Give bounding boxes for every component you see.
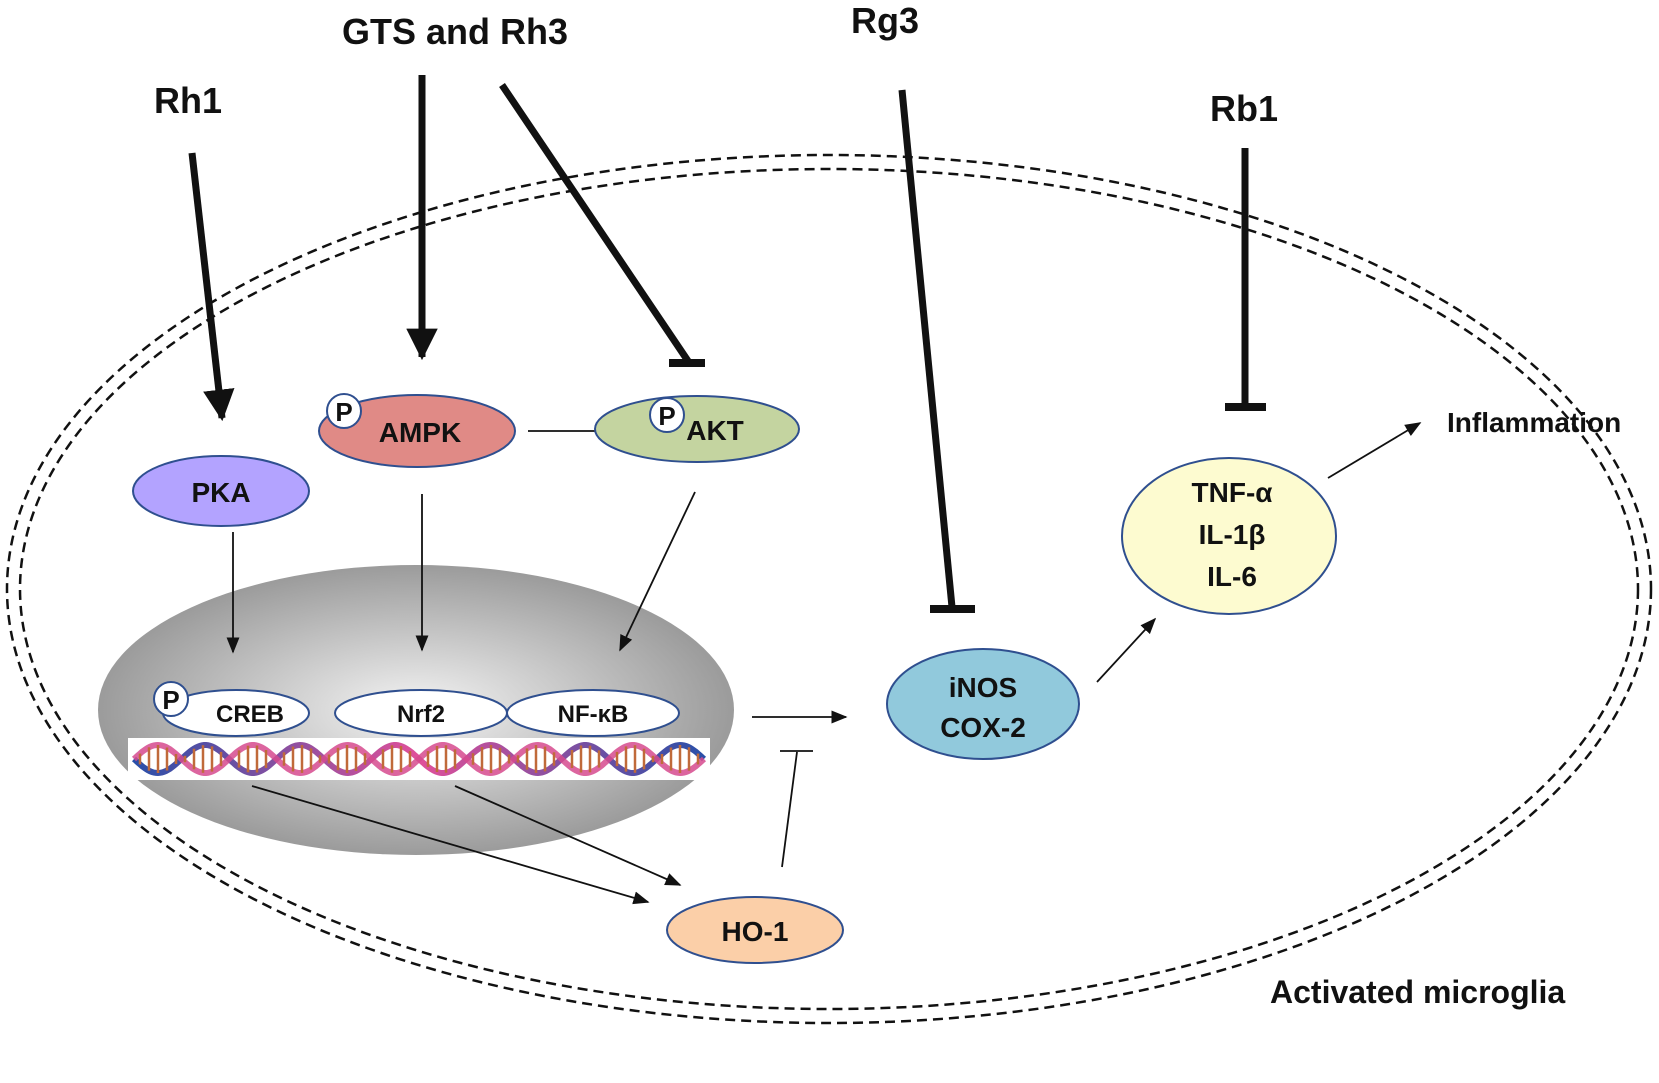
il1b-label: IL-1β [1199, 519, 1266, 550]
dna-to-ho1-arrow-b [454, 785, 682, 886]
nfkb-node [506, 689, 680, 737]
inflammation-label: Inflammation [1447, 407, 1621, 438]
gts-rh3-label: GTS and Rh3 [342, 11, 568, 52]
akt-node [594, 395, 800, 463]
ampk-phospho-mark: P [326, 393, 362, 429]
akt-to-nfkb-arrow [619, 491, 696, 652]
nrf2-label: Nrf2 [397, 701, 445, 728]
inos-cox2-node [886, 648, 1080, 760]
dna-helix [128, 738, 710, 780]
akt-phospho-mark: P [649, 397, 685, 433]
nodes [132, 394, 1337, 964]
drug-labels: Rh1 GTS and Rh3 Rg3 Rb1 [154, 0, 1278, 129]
cytokines-node [1121, 457, 1337, 615]
pka-label: PKA [191, 477, 250, 508]
akt-label: AKT [686, 415, 744, 446]
cell-membrane [5, 153, 1653, 1025]
dna-to-ho1-arrow-a [251, 785, 650, 905]
creb-phospho-mark: P [153, 681, 189, 717]
tnfa-label: TNF-α [1192, 477, 1273, 508]
signal-arrows [226, 418, 1422, 905]
rg3-label: Rg3 [851, 0, 919, 41]
node-labels: PKA AMPK AKT CREB Nrf2 NF-κB iNOS COX-2 … [191, 415, 1272, 947]
nfkb-label: NF-κB [558, 701, 629, 728]
pka-node [132, 455, 310, 527]
ho1-inhibit-inos [781, 751, 798, 868]
rg3-inhibit-inos [898, 89, 956, 608]
ho1-label: HO-1 [722, 916, 789, 947]
cell-type-label: Activated microglia [1270, 974, 1565, 1010]
akt-p-text: P [658, 401, 675, 431]
ampk-p-text: P [335, 397, 352, 427]
cytokines-to-inflammation-arrow [1327, 422, 1422, 479]
rh1-to-pka-arrow [188, 152, 235, 422]
inos-label: iNOS [949, 672, 1017, 703]
creb-p-text: P [162, 685, 179, 715]
rb1-label: Rb1 [1210, 88, 1278, 129]
ampk-node [318, 394, 516, 468]
cox2-label: COX-2 [940, 712, 1026, 743]
creb-label: CREB [216, 701, 284, 728]
ampk-label: AMPK [379, 417, 461, 448]
il6-label: IL-6 [1207, 561, 1257, 592]
phospho-marks: P P P [153, 393, 685, 717]
gts-rh3-inhibit-akt [499, 83, 691, 363]
ho1-node [666, 896, 844, 964]
inos-to-cytokines-arrow [1096, 617, 1157, 683]
drug-arrows [188, 75, 1266, 613]
rh1-label: Rh1 [154, 80, 222, 121]
